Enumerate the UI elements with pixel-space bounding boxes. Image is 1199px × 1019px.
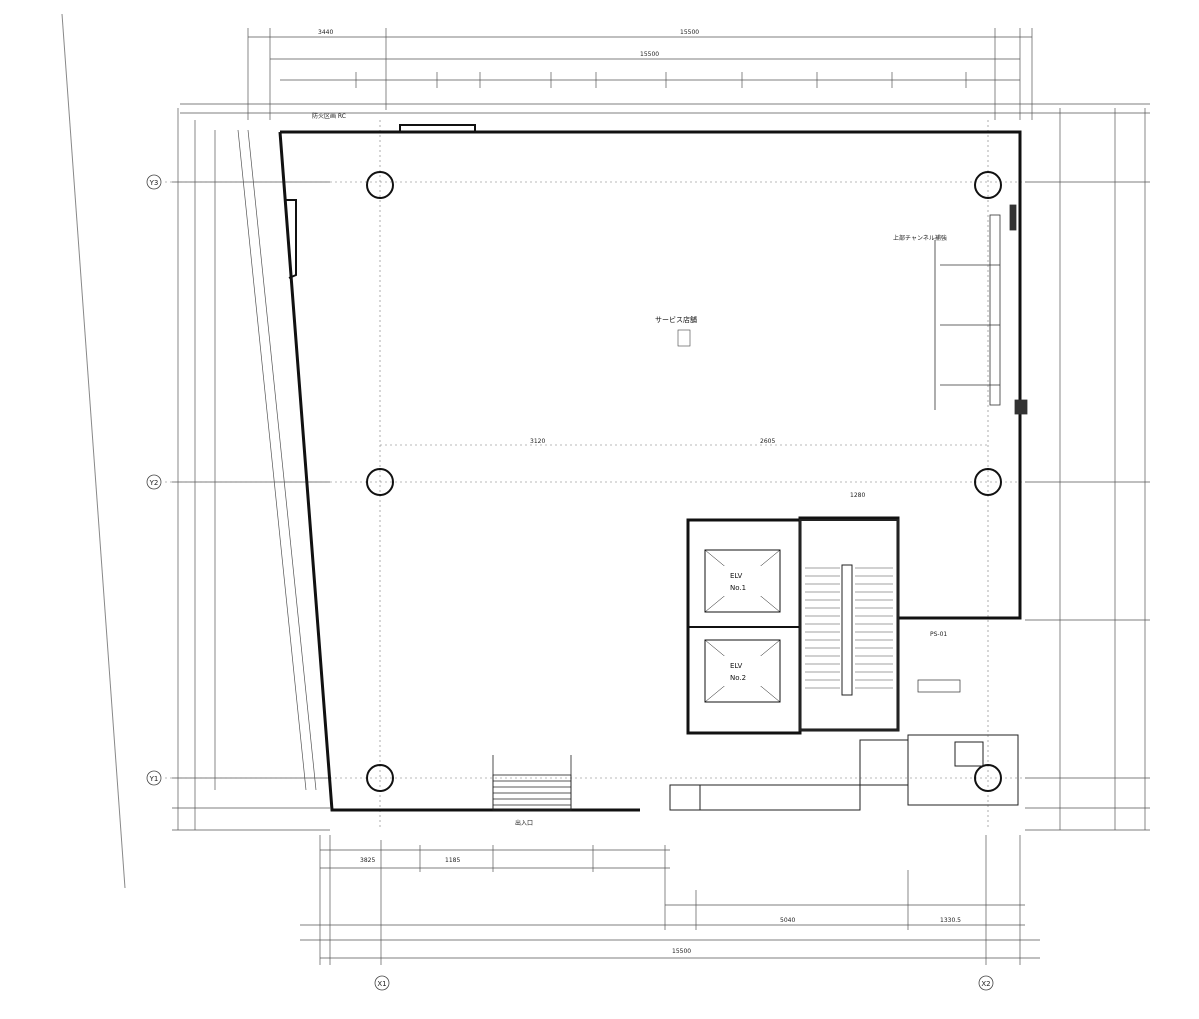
column-b2 [974,468,1002,496]
ps-room-tag [917,679,961,693]
elv2-number: No.2 [730,674,746,682]
entrance-stair [492,755,572,811]
elv2-label-bg [715,656,769,686]
stair-treads [805,567,893,689]
dim-top-total: 15500 [680,29,699,36]
column-a2 [366,468,394,496]
dim-elv-bay: 2605 [760,438,775,445]
column-a1 [366,764,394,792]
ps-room-label: PS-01 [930,631,947,638]
wall-note: 防火区画 RC [312,112,346,120]
elevator-core [686,518,802,735]
grid-lines [165,120,1030,830]
property-line [61,13,126,889]
stair [799,519,899,731]
facade-step [285,199,297,279]
elv1-name: ELV [730,572,743,580]
columns [366,171,1002,792]
channel-detail [934,204,1028,415]
dim-top-left: 3440 [318,29,333,36]
top-dimensions [180,28,1150,120]
right-dimensions [1025,108,1150,831]
dim-bottom-right: 1330.5 [940,917,961,924]
dim-lower-left: 3825 [360,857,375,864]
entrance-note: 出入口 [515,819,533,827]
lower-services [669,734,1019,811]
room-label-service: サービス店舗 [655,315,697,324]
elv1-label-bg [715,566,769,596]
dim-lower-right: 5040 [780,917,795,924]
column-b3 [974,171,1002,199]
grid-row-top: Y3 [149,179,159,187]
dim-mid-row: 15500 [640,51,659,58]
elv1-number: No.1 [730,584,746,592]
column-a3 [366,171,394,199]
entry-parapet [399,124,476,132]
column-b1 [974,764,1002,792]
dim-stair-width: 1280 [850,492,865,499]
grid-col-right: X2 [981,980,990,988]
room-area-tag [677,329,691,347]
elv2-name: ELV [730,662,743,670]
dim-lower-mid: 1185 [445,857,460,864]
grid-row-bot: Y1 [149,775,159,783]
chimney-note: 上部チャンネル補強 [893,234,947,242]
grid-row-mid: Y2 [149,479,159,487]
grid-col-left: X1 [377,980,386,988]
grid-bubbles [146,174,994,991]
bottom-dimensions [300,835,1040,965]
dim-mid-offset: 3120 [530,438,545,445]
dim-bottom-total: 15500 [672,948,691,955]
building-outline [278,130,1022,812]
